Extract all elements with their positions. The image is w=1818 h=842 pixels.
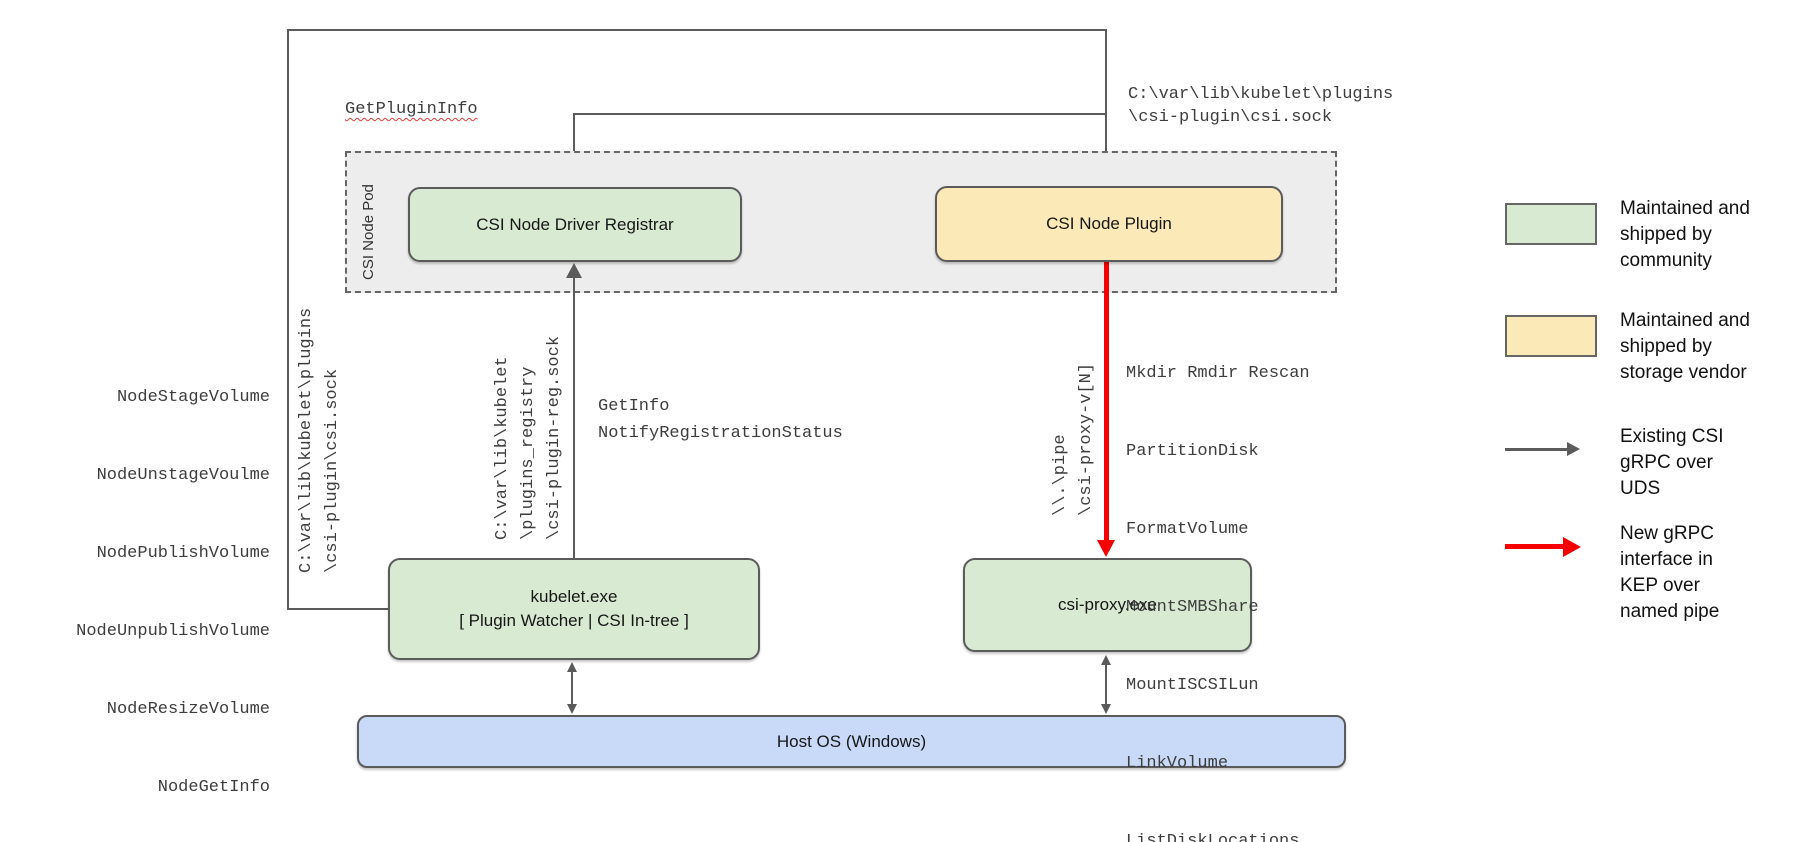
red-arrowhead-icon bbox=[1563, 537, 1581, 557]
double-arrow-up-icon bbox=[1101, 655, 1111, 665]
red-arrow-icon bbox=[1505, 544, 1563, 549]
host-os-box: Host OS (Windows) bbox=[357, 715, 1346, 768]
registry-sock-path-vertical: C:\var\lib\kubelet \plugins_registry \cs… bbox=[493, 335, 564, 540]
kubelet-box: kubelet.exe [ Plugin Watcher | CSI In-tr… bbox=[388, 558, 760, 660]
csi-proxy-box: csi-proxy.exe bbox=[963, 558, 1252, 652]
csi-proxy-box-label: csi-proxy.exe bbox=[1058, 595, 1157, 614]
list-item: FormatVolume bbox=[1126, 520, 1249, 539]
gray-arrowhead-icon bbox=[1567, 442, 1580, 456]
list-item: LinkVolume bbox=[1126, 754, 1229, 773]
list-item: NodeStageVolume bbox=[116, 388, 270, 407]
plugin-csiproxy-red-line bbox=[1104, 262, 1109, 542]
double-arrow-down-icon bbox=[1101, 704, 1111, 714]
kubelet-plugin-connector-top bbox=[287, 29, 1107, 31]
kubelet-registrar-line bbox=[573, 276, 575, 558]
registrar-box-label: CSI Node Driver Registrar bbox=[476, 214, 674, 234]
list-item: NodeUnstageVoulme bbox=[96, 466, 270, 485]
node-methods-list: NodeStageVolume NodeUnstageVoulme NodePu… bbox=[20, 333, 270, 842]
registrar-box: CSI Node Driver Registrar bbox=[408, 187, 742, 262]
legend-vendor-label: Maintained and shipped by storage vendor bbox=[1620, 310, 1750, 383]
kubelet-plugin-connector-bottom bbox=[287, 608, 390, 610]
legend-uds-label: Existing CSI gRPC over UDS bbox=[1620, 426, 1724, 499]
getplugininfo-connector-horizontal bbox=[573, 113, 1107, 115]
list-item: NodeUnpublishVolume bbox=[76, 622, 270, 641]
list-item: MountSMBShare bbox=[1126, 598, 1259, 617]
host-os-box-label: Host OS (Windows) bbox=[776, 731, 927, 751]
gray-arrow-icon bbox=[1505, 448, 1567, 451]
csi-sock-path-label: C:\var\lib\kubelet\plugins \csi-plugin\c… bbox=[1128, 85, 1394, 127]
csiproxy-hostos-line bbox=[1105, 663, 1107, 707]
legend-community-label: Maintained and shipped by community bbox=[1620, 198, 1750, 271]
kubelet-box-label-line2: [ Plugin Watcher | CSI In-tree ] bbox=[459, 611, 689, 630]
double-arrow-up-icon bbox=[567, 662, 577, 672]
legend-vendor-swatch bbox=[1505, 315, 1597, 357]
legend-pipe-label: New gRPC interface in KEP over named pip… bbox=[1620, 523, 1720, 622]
list-item: PartitionDisk bbox=[1126, 442, 1259, 461]
registrar-calls-label: GetInfo NotifyRegistrationStatus bbox=[598, 397, 843, 443]
csi-proxy-methods-list: Mkdir Rmdir Rescan PartitionDisk FormatV… bbox=[1126, 309, 1310, 842]
getplugininfo-label: GetPluginInfo bbox=[345, 100, 478, 119]
kubelet-box-label-line1: kubelet.exe bbox=[530, 587, 618, 606]
plugins-sock-path-vertical: C:\var\lib\kubelet\plugins \csi-plugin\c… bbox=[297, 307, 342, 573]
named-pipe-path-vertical: \\.\pipe \csi-proxy-v[N] bbox=[1051, 362, 1096, 516]
double-arrow-down-icon bbox=[567, 704, 577, 714]
list-item: ListDiskLocations bbox=[1126, 832, 1300, 842]
legend-community-swatch bbox=[1505, 203, 1597, 245]
kubelet-plugin-connector-left bbox=[287, 29, 289, 610]
list-item: MountISCSILun bbox=[1126, 676, 1259, 695]
list-item: NodePublishVolume bbox=[96, 544, 270, 563]
red-arrow-down-icon bbox=[1097, 540, 1115, 557]
arrow-up-icon bbox=[566, 263, 582, 278]
csi-node-pod-label: CSI Node Pod bbox=[360, 184, 377, 280]
plugin-box: CSI Node Plugin bbox=[935, 186, 1283, 262]
kubelet-plugin-connector-drop bbox=[1105, 29, 1107, 171]
kubelet-hostos-line bbox=[571, 670, 573, 707]
list-item: NodeGetInfo bbox=[157, 778, 270, 797]
list-item: NodeResizeVolume bbox=[106, 700, 270, 719]
list-item: Mkdir Rmdir Rescan bbox=[1126, 364, 1310, 383]
plugin-box-label: CSI Node Plugin bbox=[1046, 214, 1172, 233]
